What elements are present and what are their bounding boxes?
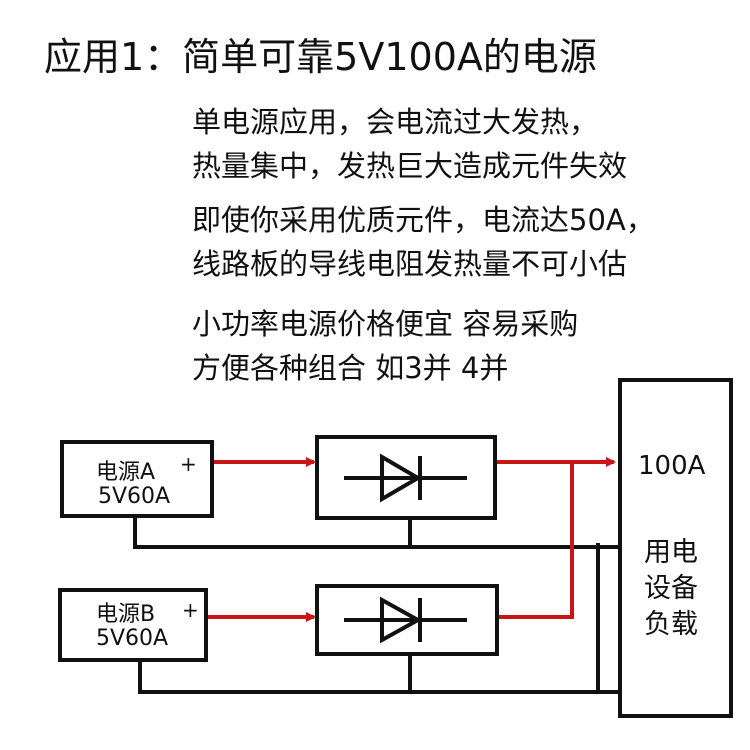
supply-a-box: [60, 440, 214, 518]
supply-a-spec: 5V60A: [98, 484, 171, 509]
supply-b-spec: 5V60A: [96, 626, 169, 651]
paragraph-wire-resistance: 即使你采用优质元件，电流达50A， 线路板的导线电阻发热量不可小估: [192, 198, 655, 286]
paragraph-low-cost: 小功率电源价格便宜 容易采购 方便各种组合 如3并 4并: [192, 302, 578, 390]
paragraph-line: 线路板的导线电阻发热量不可小估: [192, 247, 628, 281]
paragraph-line: 热量集中，发热巨大造成元件失效: [192, 149, 628, 183]
supply-a-name: 电源A: [96, 460, 156, 485]
paragraph-line: 小功率电源价格便宜 容易采购: [192, 307, 579, 341]
ground-wires: [133, 515, 620, 694]
load-label-line: 用电: [644, 537, 698, 568]
ground-wire-a: [133, 515, 620, 549]
load-label: 用电 设备 负载: [644, 535, 698, 643]
supply-b-name: 电源B: [96, 602, 156, 627]
load-box: [618, 378, 733, 718]
paragraph-line: 方便各种组合 如3并 4并: [192, 351, 509, 385]
load-label-line: 设备: [644, 573, 698, 604]
diode-a-symbol-icon: [380, 453, 422, 503]
load-current: 100A: [638, 451, 706, 481]
diode-b: [315, 584, 499, 656]
page-title: 应用1：简单可靠5V100A的电源: [44, 35, 597, 79]
ground-wire-b: [138, 658, 620, 694]
supply-b-box: [58, 588, 208, 662]
paragraph-line: 即使你采用优质元件，电流达50A，: [192, 203, 655, 237]
supply-a-plus-sign: +: [180, 452, 197, 476]
paragraph-heat-problem: 单电源应用，会电流过大发热， 热量集中，发热巨大造成元件失效: [192, 100, 627, 188]
paragraph-line: 单电源应用，会电流过大发热，: [192, 105, 599, 139]
diode-a: [315, 435, 497, 520]
diode-b-symbol-icon: [380, 596, 423, 644]
positive-wires: [206, 457, 616, 622]
supply-b-plus-sign: +: [182, 598, 199, 622]
wire-diode-b-to-junction: [497, 462, 574, 619]
load-label-line: 负载: [644, 609, 698, 640]
